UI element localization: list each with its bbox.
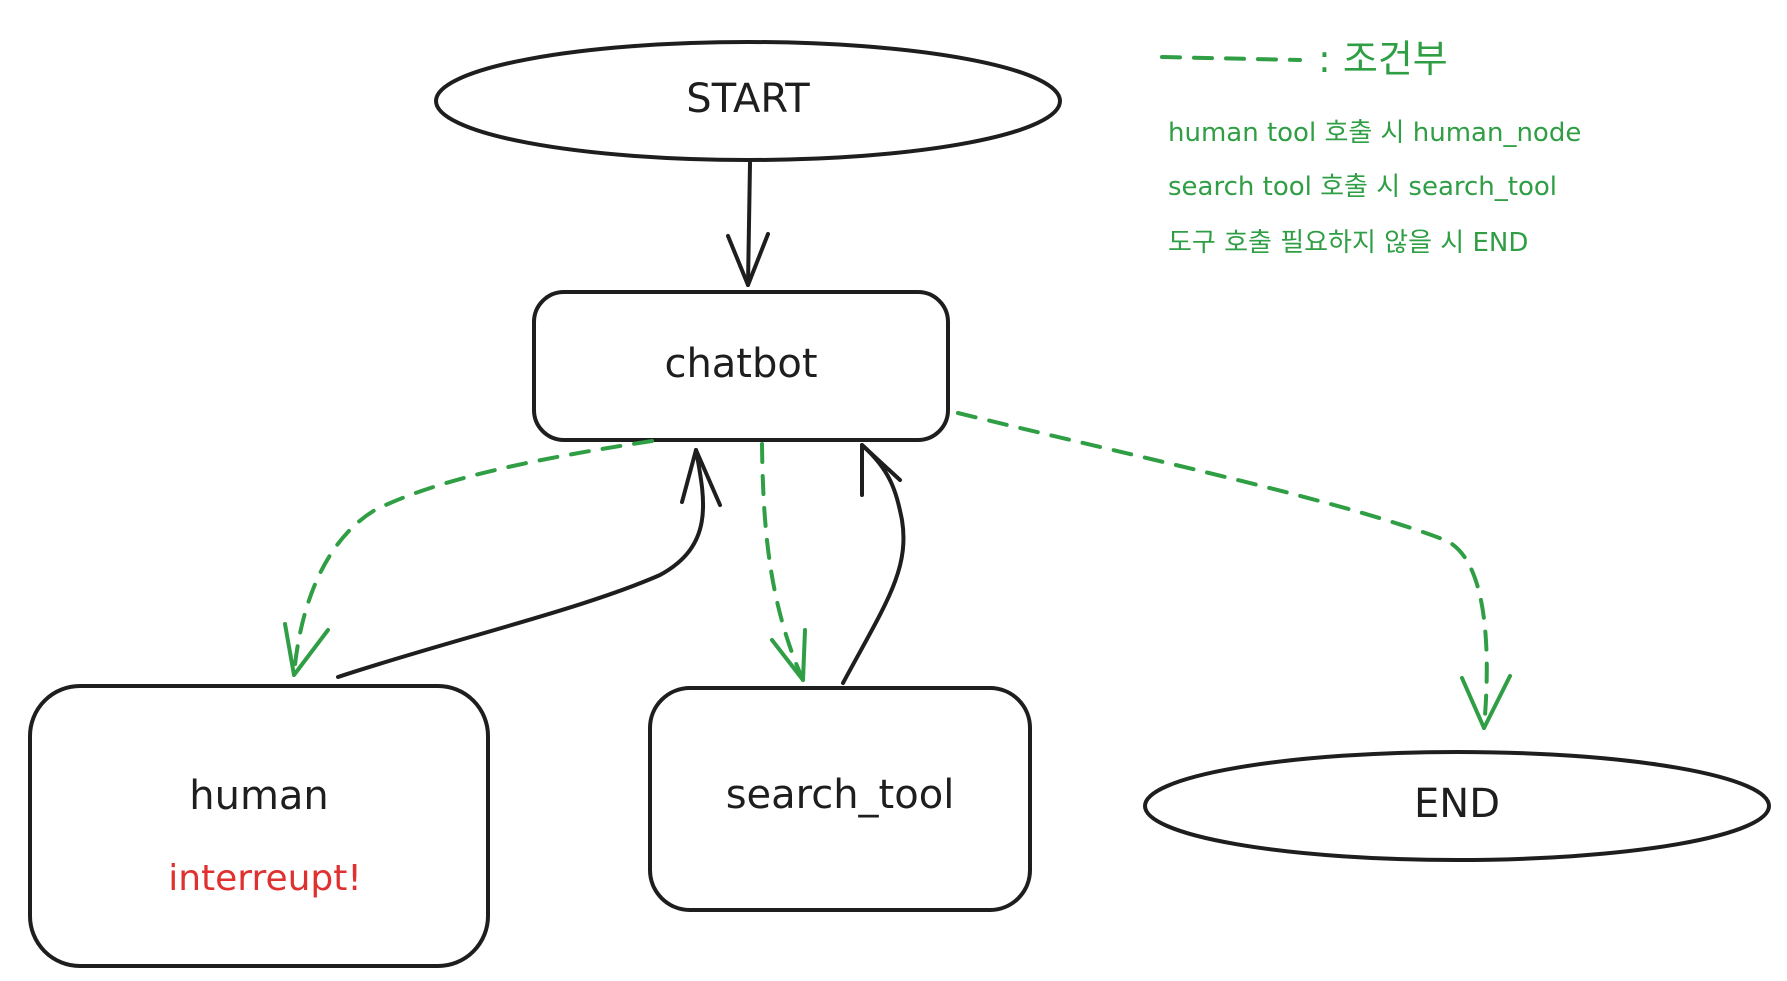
legend-line-2: search tool 호출 시 search_tool xyxy=(1168,172,1557,202)
edge-chatbot-human xyxy=(283,439,654,677)
start-label: START xyxy=(686,76,810,122)
legend: : 조건부 human tool 호출 시 human_node search … xyxy=(1160,37,1581,258)
human-label: human xyxy=(189,773,329,819)
chatbot-node: chatbot xyxy=(532,290,950,442)
end-label: END xyxy=(1414,781,1500,827)
end-node: END xyxy=(1143,750,1771,862)
legend-dashed-line xyxy=(1160,55,1302,62)
chatbot-label: chatbot xyxy=(664,341,817,387)
legend-line-1: human tool 호출 시 human_node xyxy=(1168,118,1581,148)
human-node: human interreupt! xyxy=(28,684,490,968)
start-node: START xyxy=(434,40,1062,162)
legend-line-3: 도구 호출 필요하지 않을 시 END xyxy=(1168,228,1528,258)
search-tool-node: search_tool xyxy=(648,686,1032,912)
search-tool-label: search_tool xyxy=(726,772,955,818)
edge-chatbot-end xyxy=(956,411,1512,730)
edge-chatbot-search xyxy=(760,442,807,682)
edge-start-chatbot xyxy=(726,161,770,287)
edge-search-chatbot xyxy=(841,443,906,685)
legend-title: : 조건부 xyxy=(1318,37,1448,81)
edge-human-chatbot xyxy=(336,448,722,679)
human-interrupt-note: interreupt! xyxy=(168,858,362,899)
